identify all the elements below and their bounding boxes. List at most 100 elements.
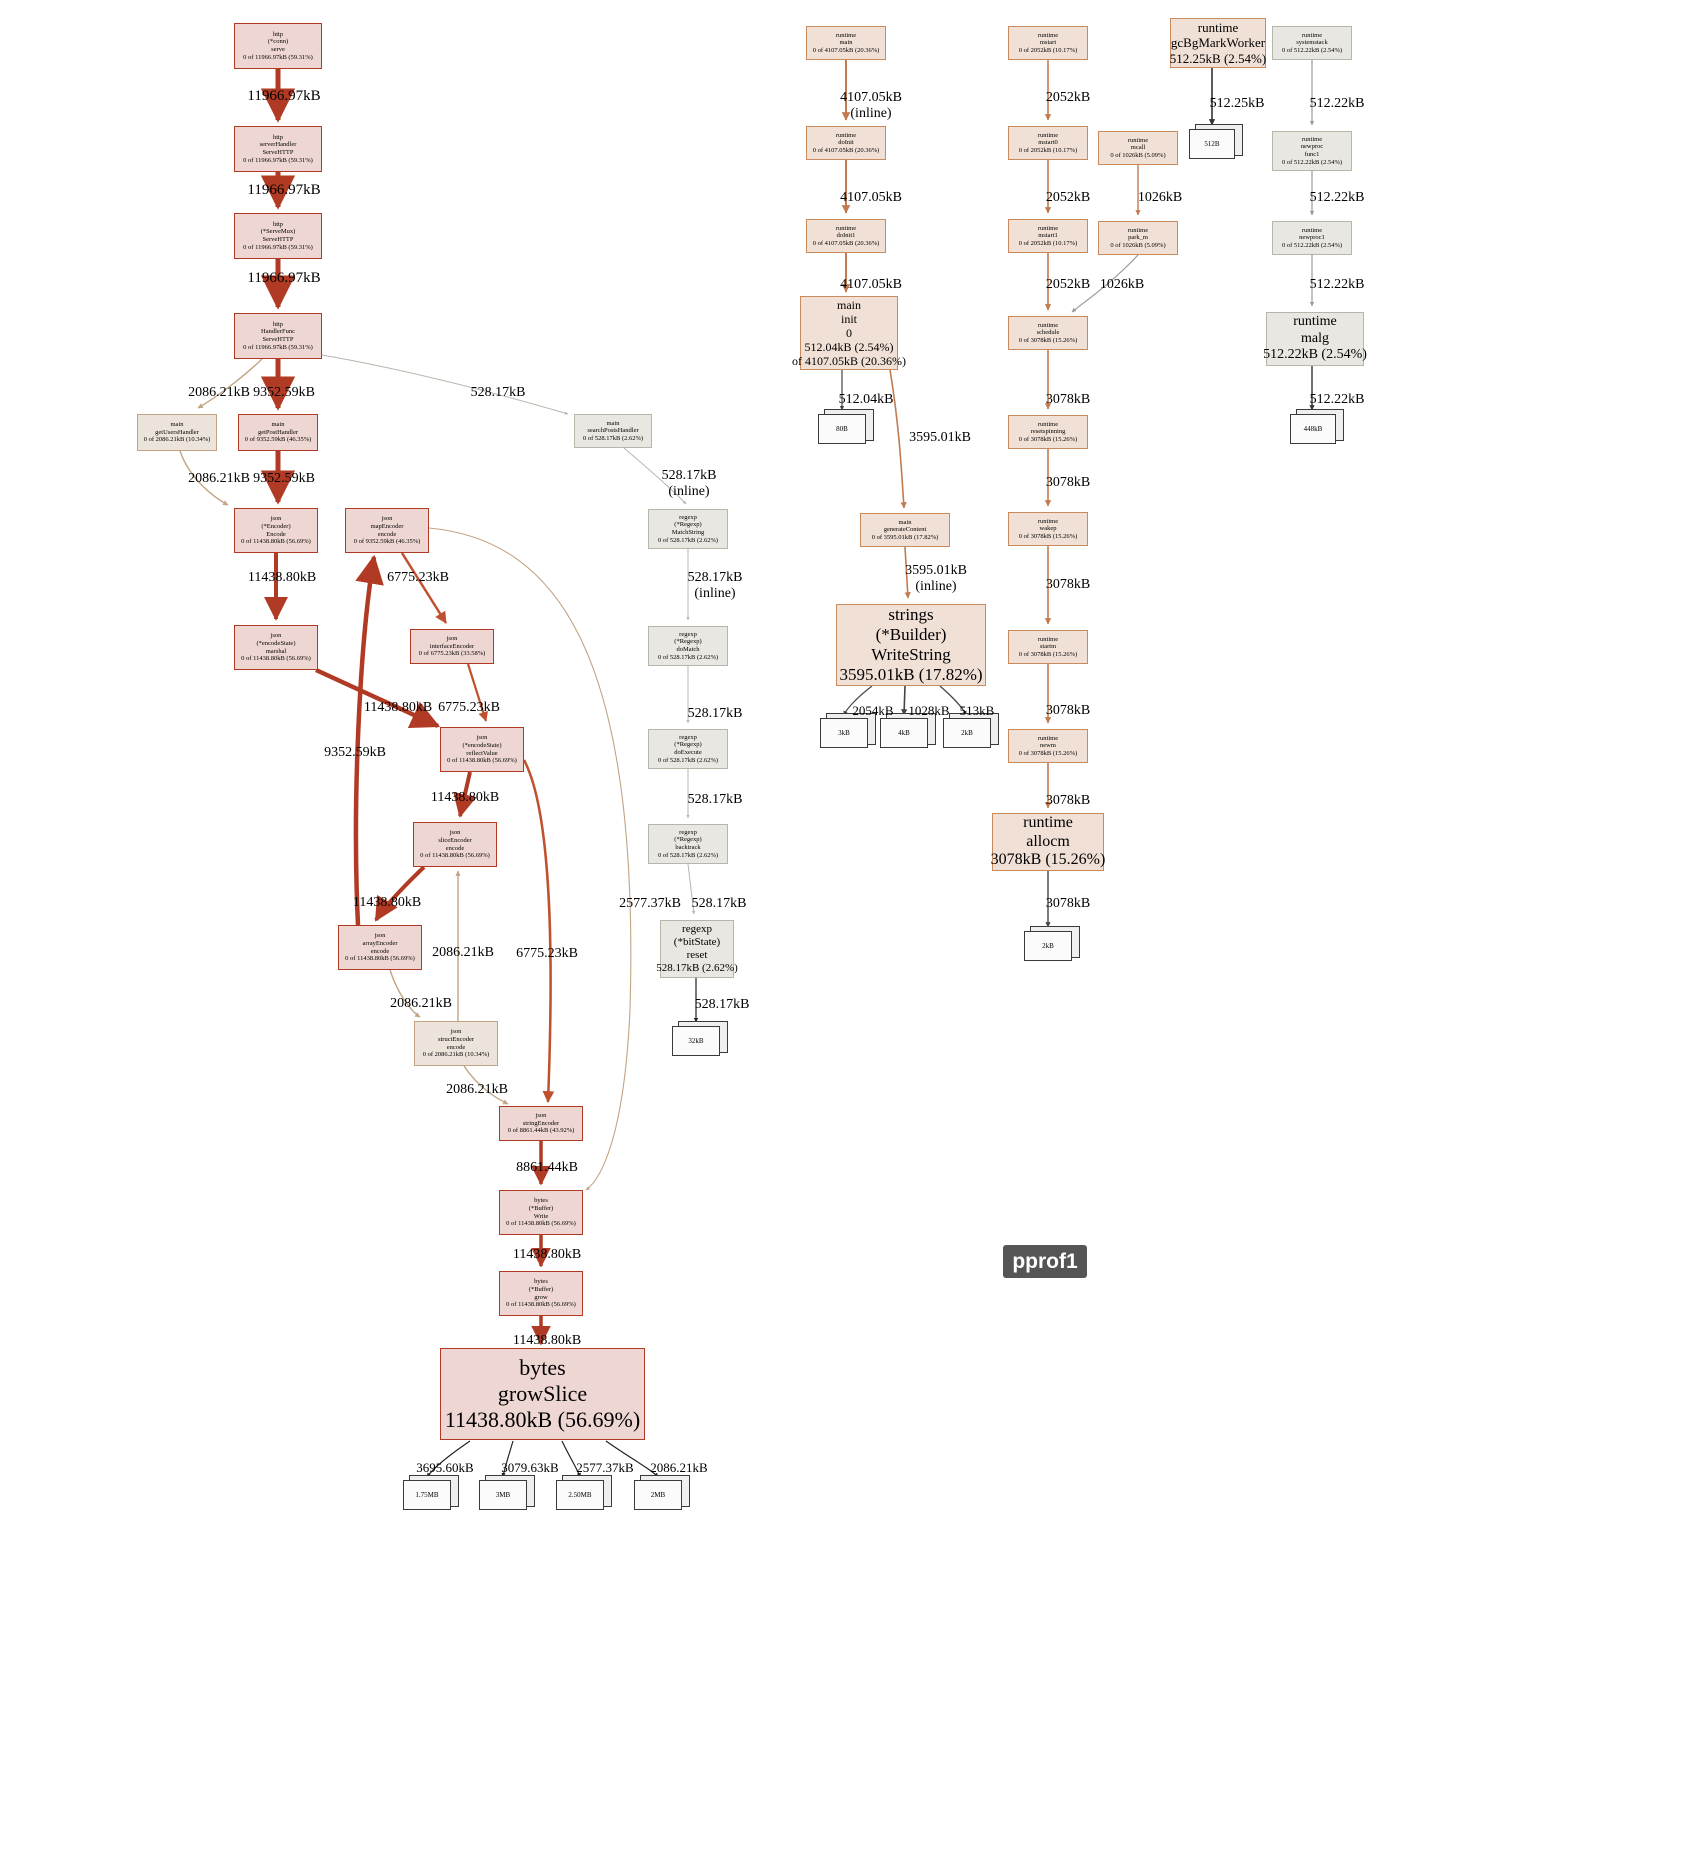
node-line: regexp	[679, 828, 697, 836]
edge-label-e_gs_2mb: 2086.21kB	[650, 1460, 708, 1475]
node-line: 0 of 2052kB (10.17%)	[1018, 146, 1078, 154]
leaf-leaf_2mb[interactable]: 2MB	[634, 1480, 682, 1510]
node-line: 0 of 1026kB (5.09%)	[1110, 241, 1166, 249]
leaf-leaf_3kb[interactable]: 3kB	[820, 718, 868, 748]
leaf-leaf_32kb[interactable]: 32kB	[672, 1026, 720, 1056]
edge-e_maininit_gen	[889, 369, 907, 509]
node-line: 0 of 528.17kB (2.62%)	[582, 434, 644, 442]
edge-label-e_serve_handler: 11966.97kB	[247, 88, 321, 104]
edge-label-e_schedule_resetspinning: 3078kB	[1045, 392, 1091, 407]
leaf-leaf_2_50mb[interactable]: 2.50MB	[556, 1480, 604, 1510]
leaf-leaf_3mb[interactable]: 3MB	[479, 1480, 527, 1510]
leaf-leaf_80b[interactable]: 80B	[818, 414, 866, 444]
node-line: resetspinning	[1030, 428, 1066, 436]
leaf-leaf_4kb[interactable]: 4kB	[880, 718, 928, 748]
leaf-leaf_2kb_strings[interactable]: 2kB	[943, 718, 991, 748]
node-line: (*Regexp)	[674, 638, 702, 646]
node-line: 0 of 11438.80kB (56.69%)	[345, 955, 415, 963]
node-line: ServeHTTP	[262, 149, 294, 156]
node-line: runtime	[1037, 420, 1059, 428]
edge-label-e_gen_strings: 3595.01kB	[905, 563, 967, 578]
node-line: runtime	[1127, 226, 1149, 234]
node-line: 0 of 2086.21kB (10.34%)	[422, 1051, 490, 1059]
node-line: 512.04kB (2.54%)	[804, 340, 894, 355]
node-line: 0 of 11438.80kB (56.69%)	[447, 757, 517, 765]
edge-label-e_doinit1_maininit: 4107.05kB	[840, 277, 902, 292]
leaf-leaf_2kb_allocm[interactable]: 2kB	[1024, 931, 1072, 961]
leaf-leaf_448kb[interactable]: 448kB	[1290, 414, 1336, 444]
node-line: 0 of 528.17kB (2.62%)	[657, 851, 719, 859]
edge-label-e_newm_allocm: 3078kB	[1045, 793, 1091, 808]
node-line: (*bitState)	[673, 936, 721, 949]
edge-label-e_newprocfunc_newproc1: 512.22kB	[1309, 190, 1365, 205]
edge-label-e_strings_4kb: 1028kB	[908, 703, 950, 718]
node-line: http	[272, 30, 284, 38]
node-line: json	[381, 515, 393, 523]
node-line: (*encodeState)	[256, 639, 296, 647]
leaf-label: 3MB	[495, 1491, 511, 1499]
node-line: doMatch	[676, 646, 700, 653]
edge-label-e_slice_array: 11438.80kB	[352, 895, 422, 910]
node-line: runtime	[835, 31, 857, 39]
node-line: 0 of 512.22kB (2.54%)	[1281, 46, 1343, 54]
leaf-leaf_512b[interactable]: 512B	[1189, 129, 1235, 159]
node-line: Write	[533, 1212, 549, 1220]
node-line: 0 of 8861.44kB (43.92%)	[507, 1127, 575, 1135]
node-line: encode	[445, 844, 465, 852]
node-line: runtime	[1127, 136, 1149, 144]
node-line: malg	[1301, 330, 1329, 346]
edge-label-e_getusers_encode: 2086.21kB	[188, 471, 250, 486]
edge-label-e_gs_175: 3695.60kB	[416, 1460, 474, 1475]
leaf-leaf_1_75mb[interactable]: 1.75MB	[403, 1480, 451, 1510]
node-line: 0 of 9352.59kB (46.35%)	[244, 436, 312, 444]
edge-label-inline-e_search_match: (inline)	[668, 484, 710, 499]
